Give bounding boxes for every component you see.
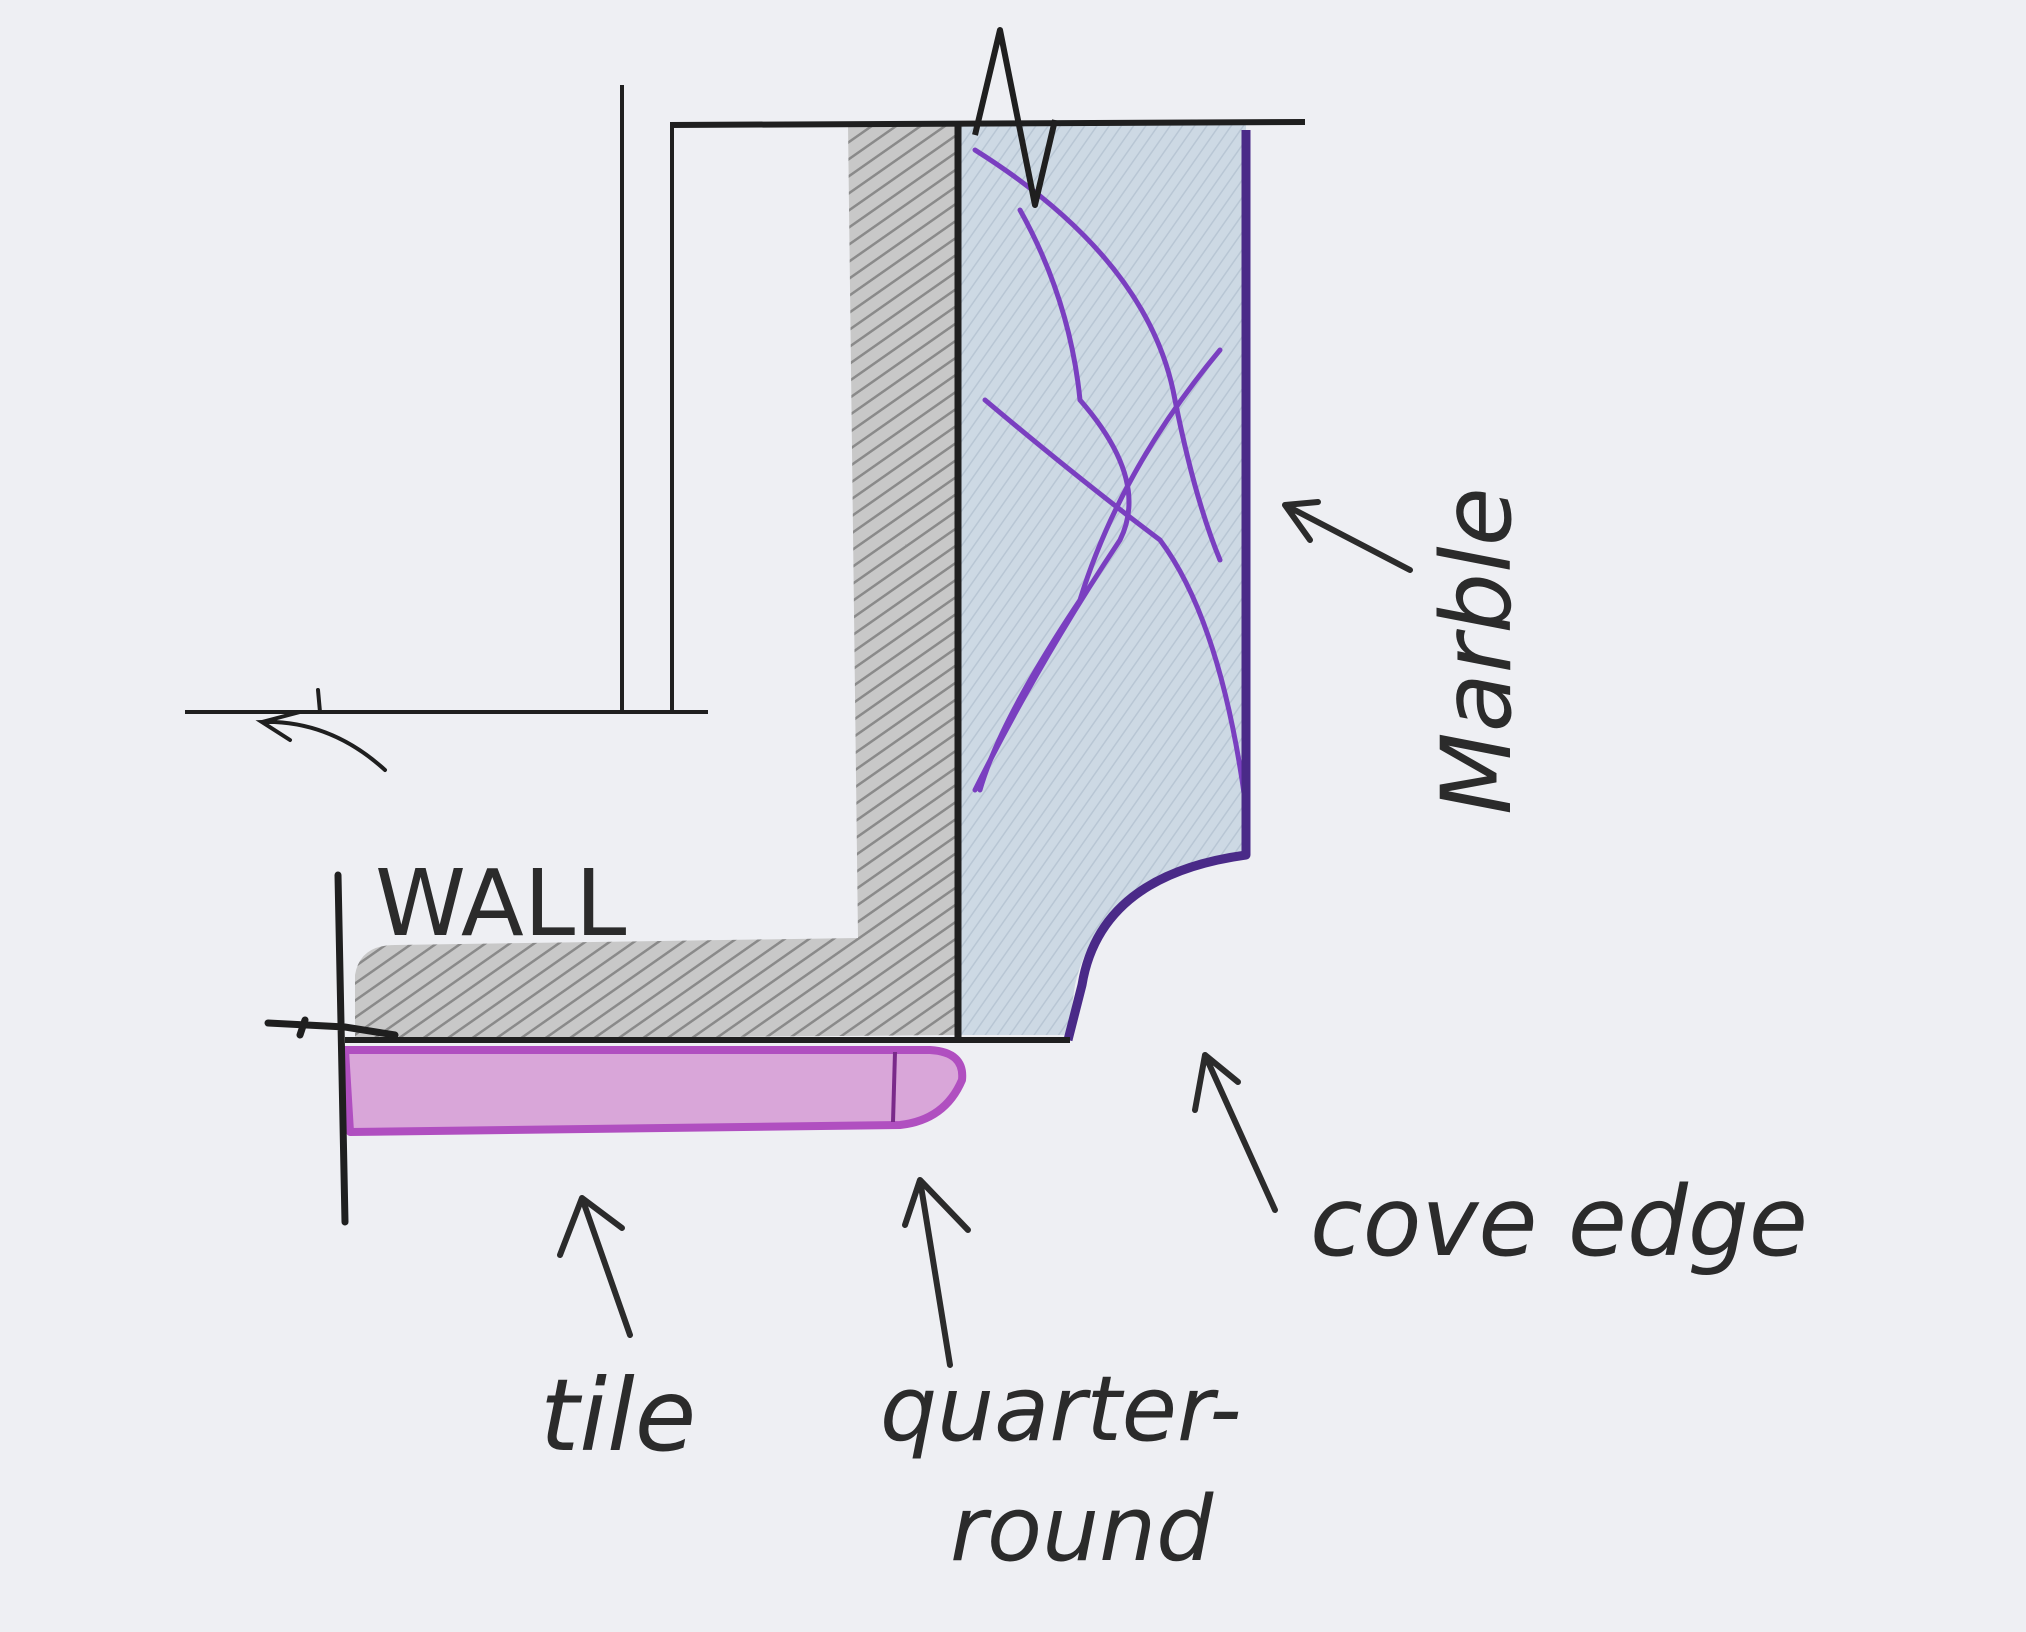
tile-arrow: [557, 1195, 633, 1338]
marble-block: [958, 125, 1246, 1035]
label-quarter-round-2: round: [950, 1477, 1214, 1582]
label-cove-edge: cove edge: [1310, 1166, 1808, 1278]
tile-strip: [341, 1046, 967, 1136]
section-arrow: [255, 688, 387, 772]
label-wall: WALL: [375, 850, 626, 957]
end-marker: [264, 871, 399, 1226]
quarter-round-divider: [891, 1051, 897, 1123]
quarter-round-arrow: [902, 1177, 971, 1368]
marble-arrow: [1282, 499, 1413, 573]
leader-arrows: [557, 499, 1413, 1368]
marble-veins: [972, 147, 1248, 803]
wall-section: [355, 125, 958, 1040]
cove-edge-arrow: [1192, 1052, 1278, 1213]
break-symbol: [972, 27, 1058, 208]
label-marble: Marble: [1421, 487, 1533, 815]
label-tile: tile: [540, 1357, 696, 1474]
marble-outline: [1063, 130, 1251, 1042]
top-line: [669, 119, 1306, 128]
label-quarter-round-1: quarter-: [880, 1357, 1242, 1462]
